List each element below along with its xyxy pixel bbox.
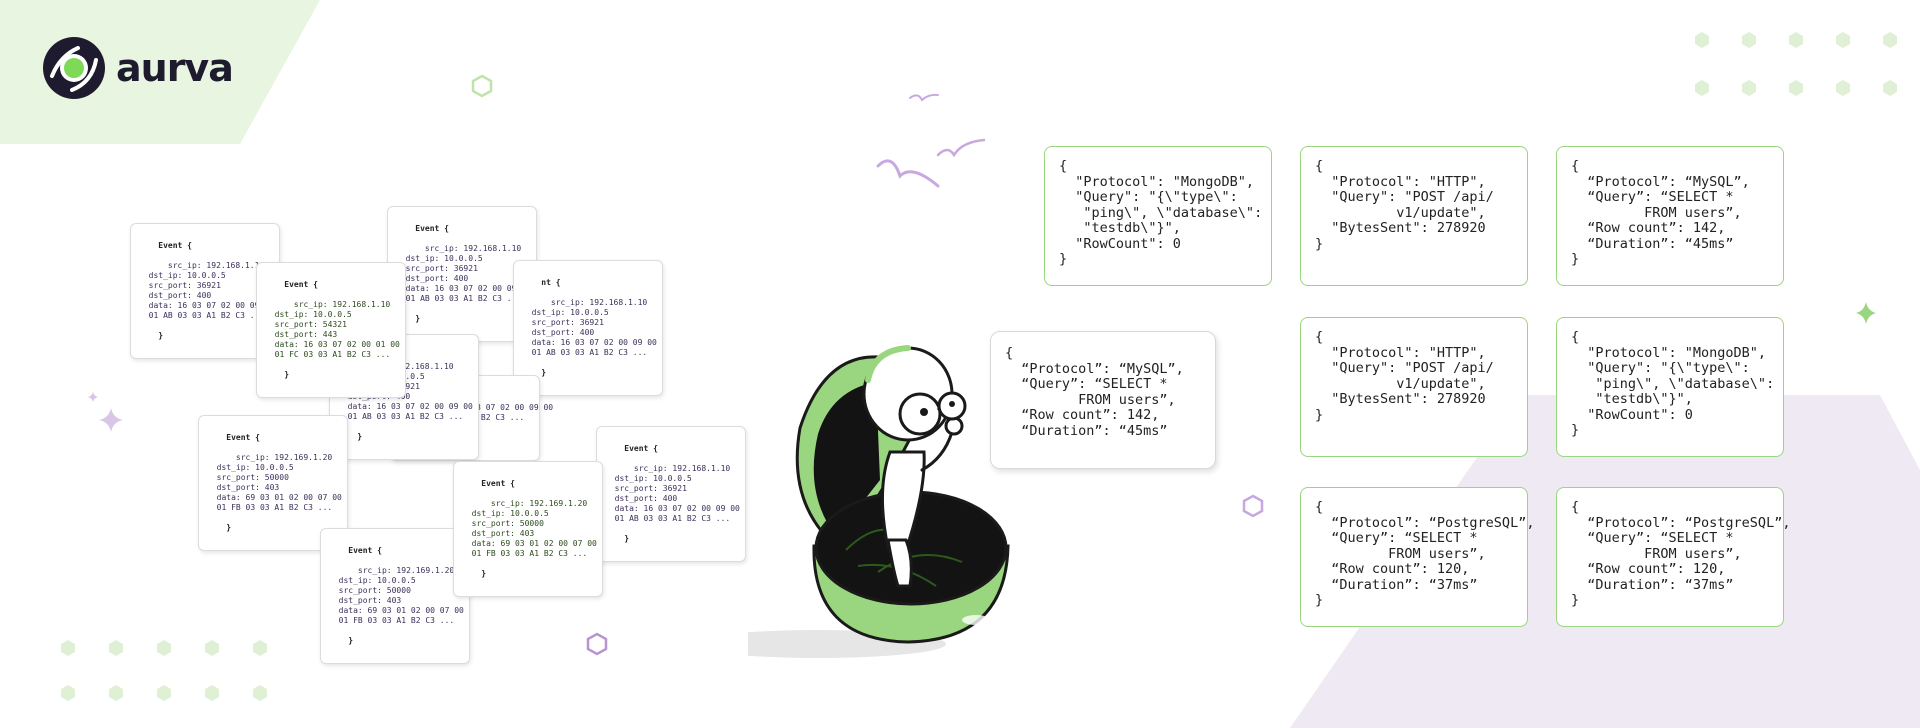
bird-icon bbox=[876, 159, 940, 188]
event-card-body: src_ip: 192.168.1.10 dst_ip: 10.0.0.5 sr… bbox=[405, 244, 531, 303]
mascot-hand bbox=[944, 416, 964, 436]
capsule-top-inner bbox=[813, 382, 880, 536]
event-card-tail: } bbox=[348, 636, 354, 645]
capsule-highlight bbox=[962, 615, 990, 625]
event-card: Event { src_ip: 192.168.1.10 dst_ip: 10.… bbox=[130, 223, 280, 359]
event-card-body: src_ip: 192.168.1.10 dst_ip: 10.0.0.5 sr… bbox=[148, 261, 274, 320]
mascot-legs bbox=[886, 538, 913, 588]
logo: aurva bbox=[42, 36, 234, 100]
event-card-body: src_ip: 192.168.1.10 dst_ip: 10.0.0.5 sr… bbox=[531, 298, 657, 357]
bird-icon-2 bbox=[936, 138, 986, 158]
json-card: { “Protocol”: “MySQL”, “Query”: “SELECT … bbox=[1556, 146, 1784, 286]
json-card: { “Protocol”: “PostgreSQL”, “Query”: “SE… bbox=[1556, 487, 1790, 627]
event-card-body: src_ip: 192.169.1.20 dst_ip: 10.0.0.5 sr… bbox=[471, 499, 597, 558]
logo-wordmark: aurva bbox=[116, 46, 234, 90]
hex-dots-top-right bbox=[1695, 32, 1897, 96]
glasses-bridge bbox=[936, 406, 942, 412]
json-card: { "Protocol": "HTTP", "Query": "POST /ap… bbox=[1300, 146, 1528, 286]
event-card: Event { src_ip: 192.168.1.10 dst_ip: 10.… bbox=[256, 262, 406, 398]
event-card-head: Event { bbox=[226, 433, 260, 442]
event-card-tail: } bbox=[415, 314, 421, 323]
event-card-tail: } bbox=[481, 569, 487, 578]
hexagon-outline-purple-bottom bbox=[586, 632, 608, 656]
event-card-head: Event { bbox=[481, 479, 515, 488]
event-card-body: src_ip: 192.168.1.10 dst_ip: 10.0.0.5 sr… bbox=[614, 464, 740, 523]
event-card-tail: } bbox=[357, 432, 363, 441]
event-card-body: src_ip: 192.168.1.10 dst_ip: 10.0.0.5 sr… bbox=[274, 300, 400, 359]
mascot-head-highlight bbox=[865, 345, 911, 383]
top-left-green-panel bbox=[0, 0, 320, 144]
event-card: Event { src_ip: 192.168.1.10 dst_ip: 10.… bbox=[596, 426, 746, 562]
event-card-body: src_ip: 192.169.1.20 dst_ip: 10.0.0.5 sr… bbox=[338, 566, 464, 625]
event-card-tail: } bbox=[624, 534, 630, 543]
mascot-illustration bbox=[748, 345, 1010, 658]
event-card-tail: } bbox=[158, 331, 164, 340]
hex-dots-bottom-left bbox=[61, 640, 267, 701]
event-card-head: Event { bbox=[624, 444, 658, 453]
json-card: { "Protocol": "MongoDB", "Query": "{\"ty… bbox=[1044, 146, 1272, 286]
event-card-tail: } bbox=[541, 368, 547, 377]
event-card-head: Event { bbox=[284, 280, 318, 289]
hexagon-outline-green bbox=[471, 74, 493, 98]
json-card: { “Protocol”: “PostgreSQL”, “Query”: “SE… bbox=[1300, 487, 1534, 627]
hexagon-outline-purple-right bbox=[1242, 494, 1264, 518]
mascot-arm bbox=[920, 430, 954, 472]
event-card-tail: } bbox=[284, 370, 290, 379]
json-card: { "Protocol": "MongoDB", "Query": "{\"ty… bbox=[1556, 317, 1784, 457]
event-card: Event { src_ip: 192.169.1.20 dst_ip: 10.… bbox=[320, 528, 470, 664]
aurva-logo-icon bbox=[43, 37, 105, 99]
event-card-head: Event { bbox=[348, 546, 382, 555]
event-card: nt { src_ip: 192.168.1.10 dst_ip: 10.0.0… bbox=[513, 260, 663, 396]
event-card: Event { src_ip: 192.169.1.20 dst_ip: 10.… bbox=[453, 461, 603, 597]
sparkle-small-icon bbox=[88, 392, 98, 402]
bird-icon-3 bbox=[909, 93, 939, 102]
event-card-tail: } bbox=[226, 523, 232, 532]
event-card-body: src_ip: 192.169.1.20 dst_ip: 10.0.0.5 sr… bbox=[216, 453, 342, 512]
sparkle-icon bbox=[99, 408, 123, 432]
eye-left bbox=[920, 408, 928, 416]
eye-right bbox=[949, 401, 955, 407]
speech-bubble: { “Protocol”: “MySQL”, “Query”: “SELECT … bbox=[990, 331, 1216, 469]
glasses-left-icon bbox=[898, 392, 942, 436]
sparkle-green-icon bbox=[1856, 302, 1876, 324]
event-card-head: Event { bbox=[415, 224, 449, 233]
event-card-head: nt { bbox=[541, 278, 561, 287]
event-card-head: Event { bbox=[158, 241, 192, 250]
json-card: { "Protocol": "HTTP", "Query": "POST /ap… bbox=[1300, 317, 1528, 457]
